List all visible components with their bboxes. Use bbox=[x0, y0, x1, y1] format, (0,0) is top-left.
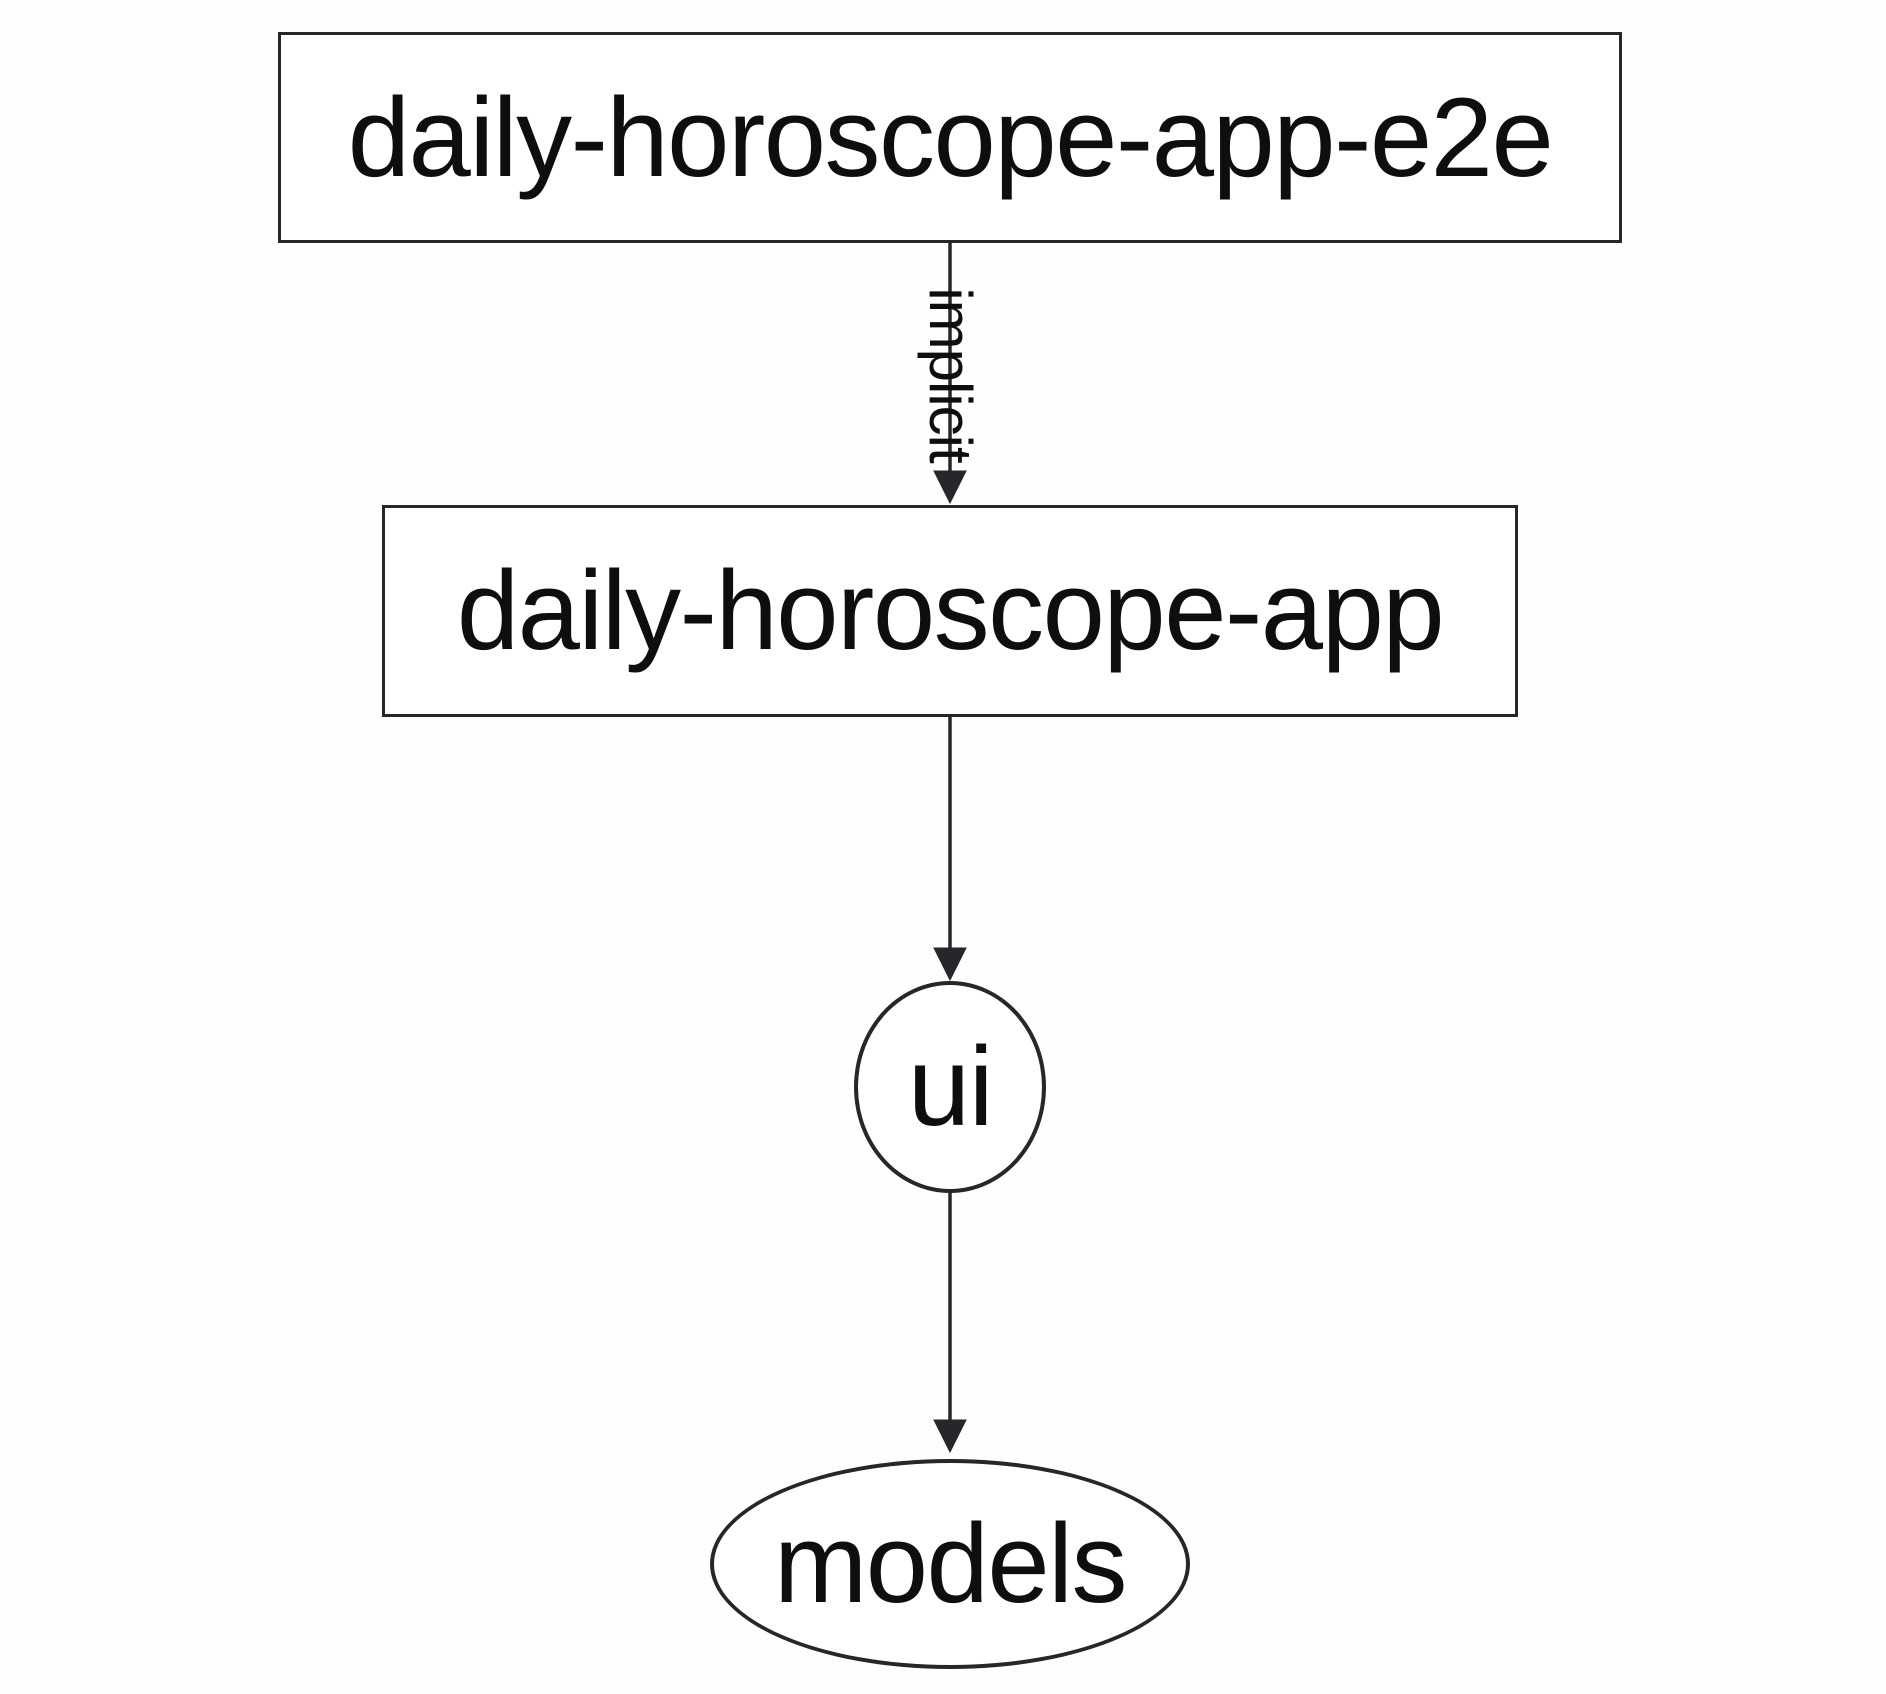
graph-node-ui: ui bbox=[854, 981, 1046, 1193]
graph-node-models: models bbox=[710, 1459, 1190, 1669]
node-label-ui: ui bbox=[907, 1024, 994, 1149]
edge-label-implicit: implicit bbox=[917, 287, 984, 463]
edge-app-to-ui-arrow bbox=[933, 717, 967, 982]
graph-node-daily-horoscope-app: daily-horoscope-app bbox=[382, 505, 1518, 717]
node-label-daily-horoscope-app: daily-horoscope-app bbox=[456, 548, 1445, 673]
edge-ui-to-models-arrow bbox=[933, 1192, 967, 1454]
node-label-daily-horoscope-app-e2e: daily-horoscope-app-e2e bbox=[347, 74, 1554, 200]
node-label-models: models bbox=[773, 1501, 1128, 1626]
edge-e2e-to-app-arrow bbox=[933, 243, 967, 505]
graph-node-daily-horoscope-app-e2e: daily-horoscope-app-e2e bbox=[278, 32, 1622, 243]
